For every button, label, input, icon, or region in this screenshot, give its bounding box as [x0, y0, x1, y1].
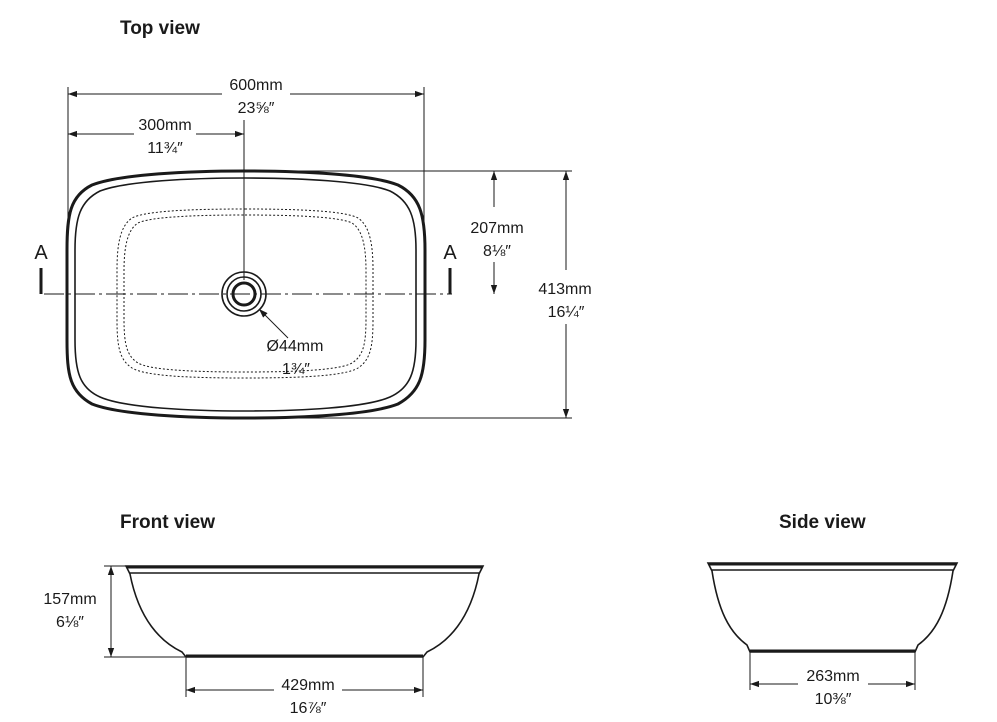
section-marker-right-label: A [443, 242, 457, 264]
section-marker-left-label: A [34, 242, 48, 264]
dim-157-in: 6⅛″ [56, 614, 84, 631]
top-view-title: Top view [120, 18, 200, 39]
dim-600-in: 23⅝″ [238, 100, 275, 117]
side-view-title: Side view [779, 512, 866, 533]
dim-207-in: 8⅛″ [483, 243, 511, 260]
dim-157-mm: 157mm [43, 591, 96, 608]
basin-outline [65, 169, 427, 420]
dim-413-mm: 413mm [538, 281, 591, 298]
top-view: 600mm 23⅝″ 300mm 11¾″ Ø44mm 1¾″ A A 207m… [34, 77, 592, 420]
dim-207-mm: 207mm [470, 220, 523, 237]
dim-600-mm: 600mm [229, 77, 282, 94]
waste-leader [258, 308, 289, 339]
dim-263-in: 10⅜″ [815, 691, 852, 708]
dim-waste-mm: Ø44mm [267, 338, 324, 355]
dim-429-in: 16⅞″ [290, 700, 327, 717]
dim-300-in: 11¾″ [147, 140, 183, 157]
dim-429-mm: 429mm [281, 677, 334, 694]
dim-waste-in: 1¾″ [282, 361, 310, 378]
waste-outer-ring [221, 271, 267, 317]
side-basin-profile [706, 562, 959, 653]
bowl-outline-inner [123, 214, 367, 373]
dim-413-in: 16¼″ [548, 304, 585, 321]
side-view: 263mm 10⅜″ [706, 562, 959, 708]
front-view: 157mm 6⅛″ 429mm 16⅞″ [43, 565, 485, 717]
dim-300-mm: 300mm [138, 117, 191, 134]
front-basin-profile [124, 565, 485, 658]
waste-mid-ring [226, 276, 262, 312]
front-view-title: Front view [120, 512, 215, 533]
waste-inner-ring [231, 281, 257, 307]
dim-263-mm: 263mm [806, 668, 859, 685]
basin-inner-rim [74, 177, 417, 412]
